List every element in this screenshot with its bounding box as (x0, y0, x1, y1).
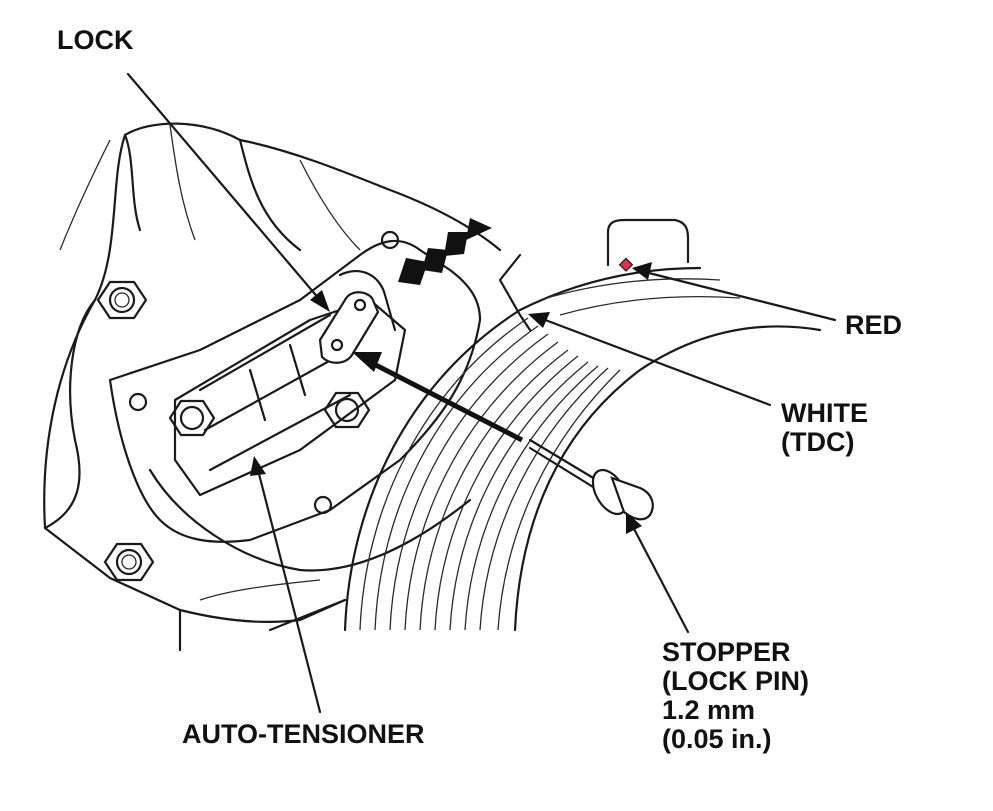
leader-lock (126, 72, 330, 312)
stopper-lock-pin (528, 438, 654, 521)
engine-block (43, 122, 502, 652)
label-stopper-line: STOPPER (662, 637, 791, 667)
small-bolt-holes (128, 230, 400, 515)
leader-red (632, 262, 837, 322)
crankshaft-pulley (268, 253, 822, 632)
label-size-mm: 1.2 mm (662, 695, 756, 725)
lock-plate (318, 270, 397, 364)
auto-tensioner-body (173, 298, 407, 497)
label-auto-tensioner: AUTO-TENSIONER (182, 719, 425, 749)
rotation-arrows-icon (398, 218, 492, 285)
leader-white (528, 312, 772, 407)
label-white-line: WHITE (781, 398, 868, 428)
label-size-in: (0.05 in.) (662, 724, 772, 754)
timing-tab (606, 218, 690, 272)
label-tdc-line: (TDC) (781, 427, 855, 457)
bolt-top-left (96, 280, 148, 320)
bolt-bottom-left (103, 542, 155, 582)
label-red: RED (845, 310, 903, 340)
bolt-tensioner-right (323, 391, 371, 429)
label-lock: LOCK (57, 25, 134, 55)
label-stopper: STOPPER (LOCK PIN) 1.2 mm (0.05 in.) (662, 638, 809, 754)
label-white-tdc: WHITE (TDC) (781, 399, 868, 457)
leader-stopper (626, 512, 690, 634)
leader-auto-tensioner (250, 456, 322, 714)
label-lock-pin-line: (LOCK PIN) (662, 666, 809, 696)
insert-arrow (352, 352, 524, 443)
red-mark-icon (618, 257, 634, 272)
bolt-tensioner-left (168, 399, 216, 437)
